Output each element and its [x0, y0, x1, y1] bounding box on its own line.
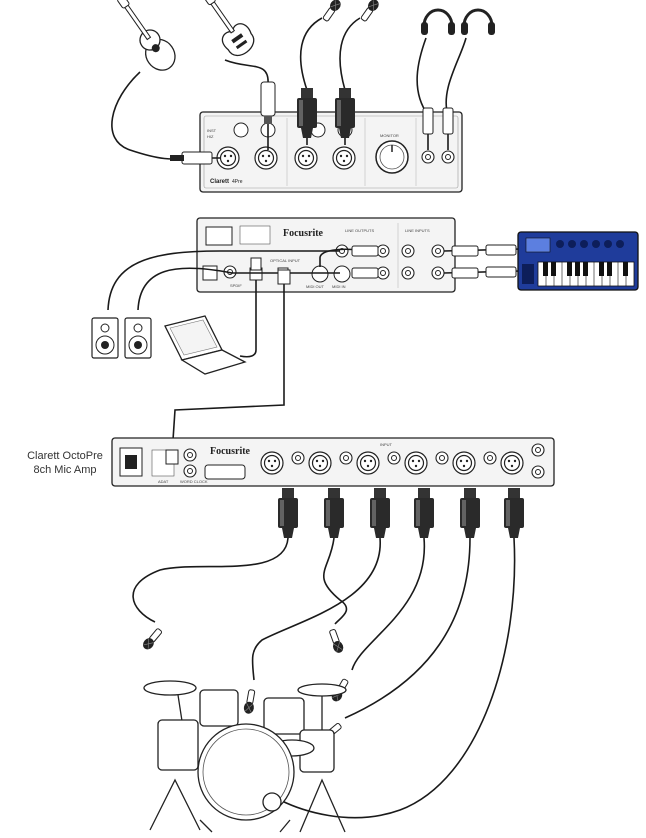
- optical-input-label: OPTICAL INPUT: [270, 258, 301, 263]
- synth-keyboard-icon: [517, 231, 639, 291]
- octopre-caption-line2: 8ch Mic Amp: [33, 464, 97, 476]
- midi-out-label: MIDI OUT: [306, 284, 325, 289]
- hiz-label: HIZ: [207, 134, 214, 139]
- electric-guitar-icon: [204, 0, 255, 56]
- octopre-caption-line1: Clarett OctoPre: [27, 450, 103, 462]
- middle-plugs: [250, 244, 517, 285]
- microphone-icon: [358, 0, 382, 24]
- microphone-icon: [140, 626, 165, 653]
- headphones-icon: [419, 8, 457, 37]
- input-section-label: INPUT: [380, 442, 393, 447]
- clarett-rear-panel: Focusrite LINE OUTPUTS LINE INPUTS OPTIC…: [196, 217, 456, 293]
- drum-cables: [132, 537, 516, 819]
- octopre-brand-label: Focusrite: [210, 446, 251, 457]
- model-suffix: 4Pre: [232, 179, 243, 185]
- line-outputs-label: LINE OUTPUTS: [345, 228, 374, 233]
- octopre-caption: Clarett OctoPre 8ch Mic Amp: [10, 449, 120, 477]
- word-clock-label: WORD CLOCK: [180, 479, 208, 484]
- microphone-icon: [320, 0, 344, 24]
- clarett-octopre-unit: Focusrite INPUT ADAT WORD CLOCK: [111, 437, 555, 487]
- inst-label: INST: [207, 128, 217, 133]
- midi-in-label: MIDI IN: [332, 284, 346, 289]
- microphone-icon: [242, 688, 258, 716]
- top-plugs: [170, 81, 454, 165]
- laptop-icon: [164, 315, 247, 375]
- line-inputs-label: LINE INPUTS: [405, 228, 430, 233]
- optical-plug: [165, 449, 179, 465]
- studio-monitor-icon: [91, 317, 119, 359]
- acoustic-guitar-icon: [117, 0, 176, 71]
- studio-monitor-icon: [124, 317, 152, 359]
- spdif-label: SPDIF: [230, 283, 242, 288]
- brand-label: Focusrite: [283, 228, 324, 239]
- model-label: Clarett: [210, 179, 229, 185]
- headphones-icon: [459, 8, 497, 37]
- monitor-label: MONITOR: [380, 133, 399, 138]
- drum-kit-icon: [143, 680, 347, 833]
- microphone-icon: [326, 627, 346, 655]
- xlr-connector-icon: [278, 488, 524, 538]
- adat-label: ADAT: [158, 479, 169, 484]
